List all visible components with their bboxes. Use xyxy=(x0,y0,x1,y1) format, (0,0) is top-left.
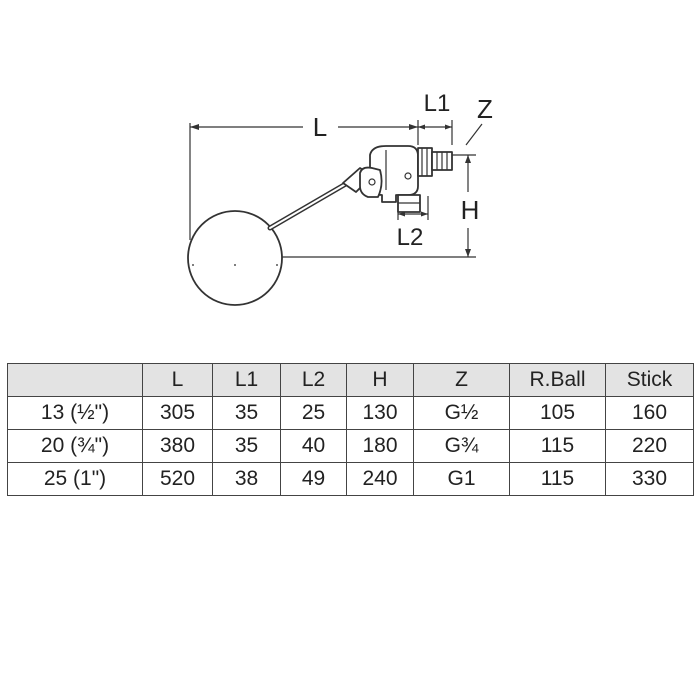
table-cell: 115 xyxy=(509,429,606,463)
header-cell-h: H xyxy=(346,363,414,397)
header-cell-z: Z xyxy=(413,363,510,397)
label-l: L xyxy=(313,112,327,142)
table-header-row: L L1 L2 H Z R.Ball Stick xyxy=(7,363,694,397)
float-ball xyxy=(187,210,283,306)
dimension-z: Z xyxy=(465,94,493,146)
table-cell: 305 xyxy=(142,396,213,430)
table-row: 25 (1") 520 38 49 240 G1 115 330 xyxy=(7,462,694,496)
float-valve-diagram: L L1 Z H L2 xyxy=(187,90,493,306)
stick-rod xyxy=(267,175,359,231)
label-h: H xyxy=(461,195,480,225)
table-cell: 380 xyxy=(142,429,213,463)
table-cell: 115 xyxy=(509,462,606,496)
table-cell: G1 xyxy=(413,462,510,496)
table-cell: 35 xyxy=(212,396,281,430)
dimension-h: H xyxy=(232,154,480,258)
header-cell-stick: Stick xyxy=(605,363,694,397)
table-cell: G¾ xyxy=(413,429,510,463)
table-cell-size: 13 (½") xyxy=(7,396,143,430)
table-cell: 25 xyxy=(280,396,347,430)
table-cell: 220 xyxy=(605,429,694,463)
table-cell: G½ xyxy=(413,396,510,430)
dimension-l1: L1 xyxy=(417,90,453,145)
table-cell: 105 xyxy=(509,396,606,430)
table-cell: 40 xyxy=(280,429,347,463)
table-cell: 35 xyxy=(212,429,281,463)
table-cell: 130 xyxy=(346,396,414,430)
label-z: Z xyxy=(477,94,493,124)
label-l2: L2 xyxy=(397,224,424,251)
table-cell: 38 xyxy=(212,462,281,496)
table-row: 20 (¾") 380 35 40 180 G¾ 115 220 xyxy=(7,429,694,463)
table-cell: 49 xyxy=(280,462,347,496)
table-cell-size: 20 (¾") xyxy=(7,429,143,463)
header-cell-l1: L1 xyxy=(212,363,281,397)
header-cell-size xyxy=(7,363,143,397)
spec-table: L L1 L2 H Z R.Ball Stick 13 (½") 305 35 … xyxy=(7,363,694,496)
table-cell: 330 xyxy=(605,462,694,496)
label-l1: L1 xyxy=(424,90,451,117)
table-cell: 520 xyxy=(142,462,213,496)
valve-body xyxy=(342,145,453,213)
header-cell-l: L xyxy=(142,363,213,397)
table-cell: 180 xyxy=(346,429,414,463)
table-cell: 240 xyxy=(346,462,414,496)
table-row: 13 (½") 305 35 25 130 G½ 105 160 xyxy=(7,396,694,430)
header-cell-l2: L2 xyxy=(280,363,347,397)
table-cell-size: 25 (1") xyxy=(7,462,143,496)
table-cell: 160 xyxy=(605,396,694,430)
dimension-l: L xyxy=(189,112,418,240)
header-cell-rball: R.Ball xyxy=(509,363,606,397)
